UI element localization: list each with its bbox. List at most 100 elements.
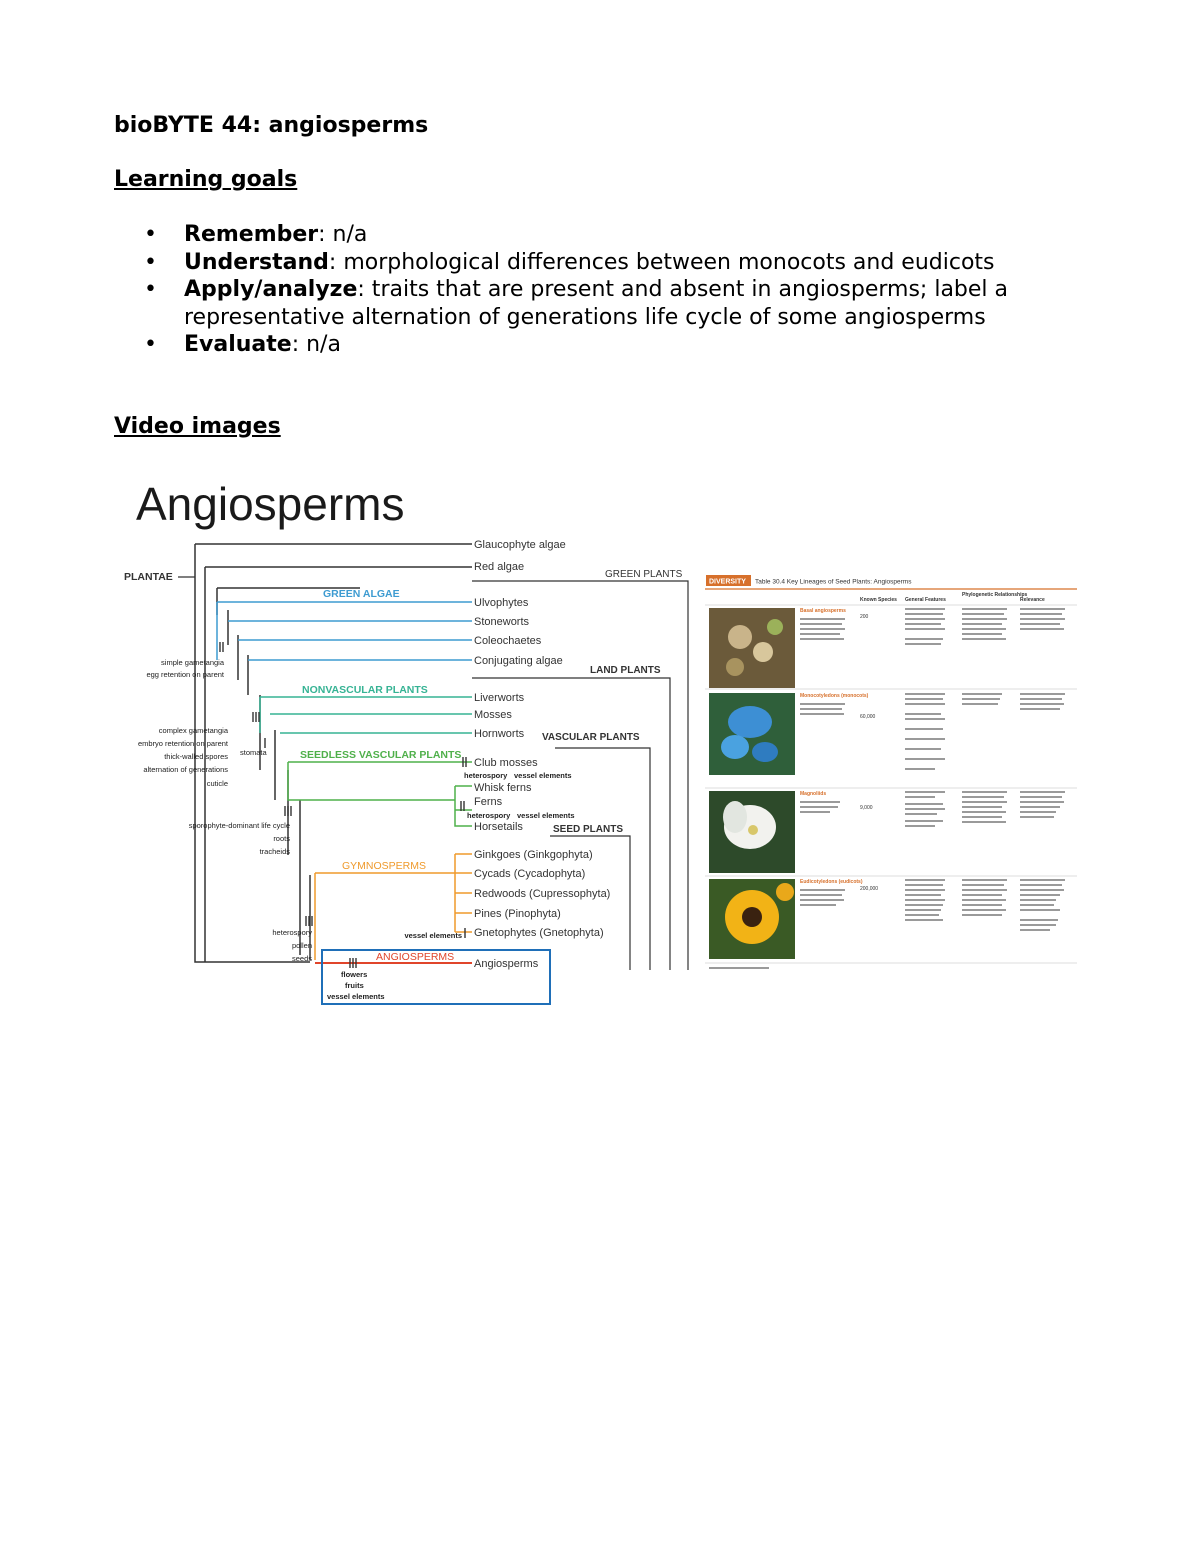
land-plants-label: LAND PLANTS bbox=[590, 665, 661, 676]
trait-label: roots bbox=[273, 834, 290, 843]
goal-label: Understand bbox=[184, 249, 329, 275]
diversity-tag-bg bbox=[706, 575, 751, 586]
table-column-header: Relevance bbox=[1020, 597, 1045, 603]
bullet-icon: • bbox=[144, 277, 157, 302]
land-plants-bracket bbox=[472, 677, 671, 970]
trait-label: seeds bbox=[292, 954, 312, 963]
table-row-species: 60,000 bbox=[860, 714, 876, 720]
taxon-label: Cycads (Cycadophyta) bbox=[474, 868, 585, 880]
seed-plants-bracket bbox=[550, 835, 631, 970]
taxon-label: Stoneworts bbox=[474, 616, 530, 628]
trait-label: heterospory bbox=[464, 771, 508, 780]
vascular-plants-label: VASCULAR PLANTS bbox=[542, 732, 640, 743]
nonvascular-branches bbox=[259, 696, 472, 734]
green-algae-label: GREEN ALGAE bbox=[323, 588, 400, 600]
table-column-header: Known Species bbox=[860, 597, 897, 603]
table-row-species: 200,000 bbox=[860, 886, 878, 892]
table-caption: Table 30.4 Key Lineages of Seed Plants: … bbox=[755, 579, 912, 586]
diversity-table-figure: DIVERSITY Table 30.4 Key Lineages of See… bbox=[705, 572, 1077, 974]
video-images-heading: Video images bbox=[114, 414, 281, 439]
diversity-tag: DIVERSITY bbox=[709, 579, 746, 586]
trait-label: heterospory bbox=[467, 811, 511, 820]
trait-label: cuticle bbox=[207, 779, 228, 788]
taxon-label: Gnetophytes (Gnetophyta) bbox=[474, 927, 604, 939]
table-row-name: Eudicotyledons (eudicots) bbox=[800, 879, 863, 885]
trait-label: sporophyte-dominant life cycle bbox=[189, 821, 290, 830]
trait-label: vessel elements bbox=[517, 811, 575, 820]
trait-label: thick-walled spores bbox=[164, 752, 228, 761]
green-plants-label: GREEN PLANTS bbox=[605, 569, 683, 580]
goal-item-apply-analyze: • Apply/analyze: traits that are present … bbox=[144, 276, 1104, 331]
phylogenetic-tree-figure: Angiosperms bbox=[124, 478, 689, 1005]
taxon-label: Mosses bbox=[474, 709, 512, 721]
seedless-vascular-label: SEEDLESS VASCULAR PLANTS bbox=[300, 749, 461, 761]
bullet-icon: • bbox=[144, 332, 157, 357]
gymnosperms-label: GYMNOSPERMS bbox=[342, 860, 426, 872]
taxon-label: Coleochaetes bbox=[474, 635, 542, 647]
tree-branch bbox=[259, 695, 289, 855]
table-row-name: Monocotyledons (monocots) bbox=[800, 693, 869, 699]
goal-label: Apply/analyze bbox=[184, 277, 358, 302]
trait-label: alternation of generations bbox=[143, 765, 228, 774]
taxon-label: Ferns bbox=[474, 796, 503, 808]
goal-item-understand: • Understand: morphological differences b… bbox=[144, 249, 1104, 277]
trait-label: simple gametangia bbox=[161, 658, 225, 667]
taxon-label: Redwoods (Cupressophyta) bbox=[474, 888, 610, 900]
vascular-plants-bracket bbox=[555, 747, 651, 970]
table-column-header: Phylogenetic Relationships bbox=[962, 592, 1028, 598]
goal-text: : traits that are present and absent in … bbox=[184, 277, 1009, 330]
taxon-label: Conjugating algae bbox=[474, 655, 563, 667]
trait-label: complex gametangia bbox=[159, 726, 229, 735]
trait-label: fruits bbox=[345, 981, 364, 990]
taxon-label: Liverworts bbox=[474, 692, 525, 704]
tree-branch bbox=[299, 800, 311, 960]
green-plants-bracket bbox=[472, 580, 689, 970]
green-algae-branches bbox=[216, 601, 472, 661]
seed-plants-label: SEED PLANTS bbox=[553, 824, 623, 835]
trait-label: flowers bbox=[341, 970, 367, 979]
taxon-label: Red algae bbox=[474, 561, 524, 573]
goal-label: Remember bbox=[184, 222, 319, 247]
seedless-branches bbox=[287, 761, 472, 827]
trait-label: pollen bbox=[292, 941, 312, 950]
taxon-label: Horsetails bbox=[474, 821, 523, 833]
trait-hash-marks bbox=[219, 642, 467, 968]
tree-branch bbox=[194, 543, 472, 963]
taxon-label: Hornworts bbox=[474, 728, 525, 740]
taxon-label: Ulvophytes bbox=[474, 597, 529, 609]
document-title: bioBYTE 44: angiosperms bbox=[114, 113, 429, 138]
table-column-header: General Features bbox=[905, 597, 946, 603]
angiosperm-highlight-box bbox=[321, 949, 551, 1005]
trait-label: tracheids bbox=[260, 847, 291, 856]
angiosperms-clade-label: ANGIOSPERMS bbox=[376, 951, 454, 963]
goal-text: : n/a bbox=[318, 222, 368, 247]
table-fine-print bbox=[709, 608, 1065, 969]
taxon-label: Pines (Pinophyta) bbox=[474, 908, 561, 920]
taxon-label: Ginkgoes (Ginkgophyta) bbox=[474, 849, 593, 861]
tree-title: Angiosperms bbox=[136, 478, 404, 530]
bullet-icon: • bbox=[144, 249, 157, 275]
learning-goals-list: •Remember: n/a •Understand: morphologica… bbox=[144, 221, 1104, 359]
goal-text: : n/a bbox=[291, 332, 341, 357]
goal-item-remember: • Remember: n/a bbox=[144, 221, 1104, 249]
trait-label: egg retention on parent bbox=[146, 670, 224, 679]
table-row-name: Basal angiosperms bbox=[800, 608, 846, 614]
trait-label: embryo retention on parent bbox=[138, 739, 229, 748]
nonvascular-label: NONVASCULAR PLANTS bbox=[302, 684, 428, 696]
trait-label: heterospory bbox=[272, 928, 312, 937]
taxon-label: Angiosperms bbox=[474, 958, 539, 970]
taxon-label: Glaucophyte algae bbox=[474, 539, 566, 551]
tree-branch bbox=[204, 566, 472, 962]
goal-label: Evaluate bbox=[184, 332, 292, 357]
table-row-species: 200 bbox=[860, 614, 869, 620]
goal-item-evaluate: • Evaluate: n/a bbox=[144, 331, 1104, 359]
goal-text: : morphological differences between mono… bbox=[328, 249, 995, 275]
bullet-icon: • bbox=[144, 222, 157, 247]
basal-angiosperm-photo bbox=[709, 608, 795, 688]
learning-goals-heading: Learning goals bbox=[114, 167, 298, 192]
trait-label: vessel elements bbox=[404, 931, 462, 940]
trait-label: vessel elements bbox=[514, 771, 572, 780]
taxon-label: Whisk ferns bbox=[474, 782, 532, 794]
taxon-label: Club mosses bbox=[474, 757, 538, 769]
trait-label: stomata bbox=[240, 748, 268, 757]
